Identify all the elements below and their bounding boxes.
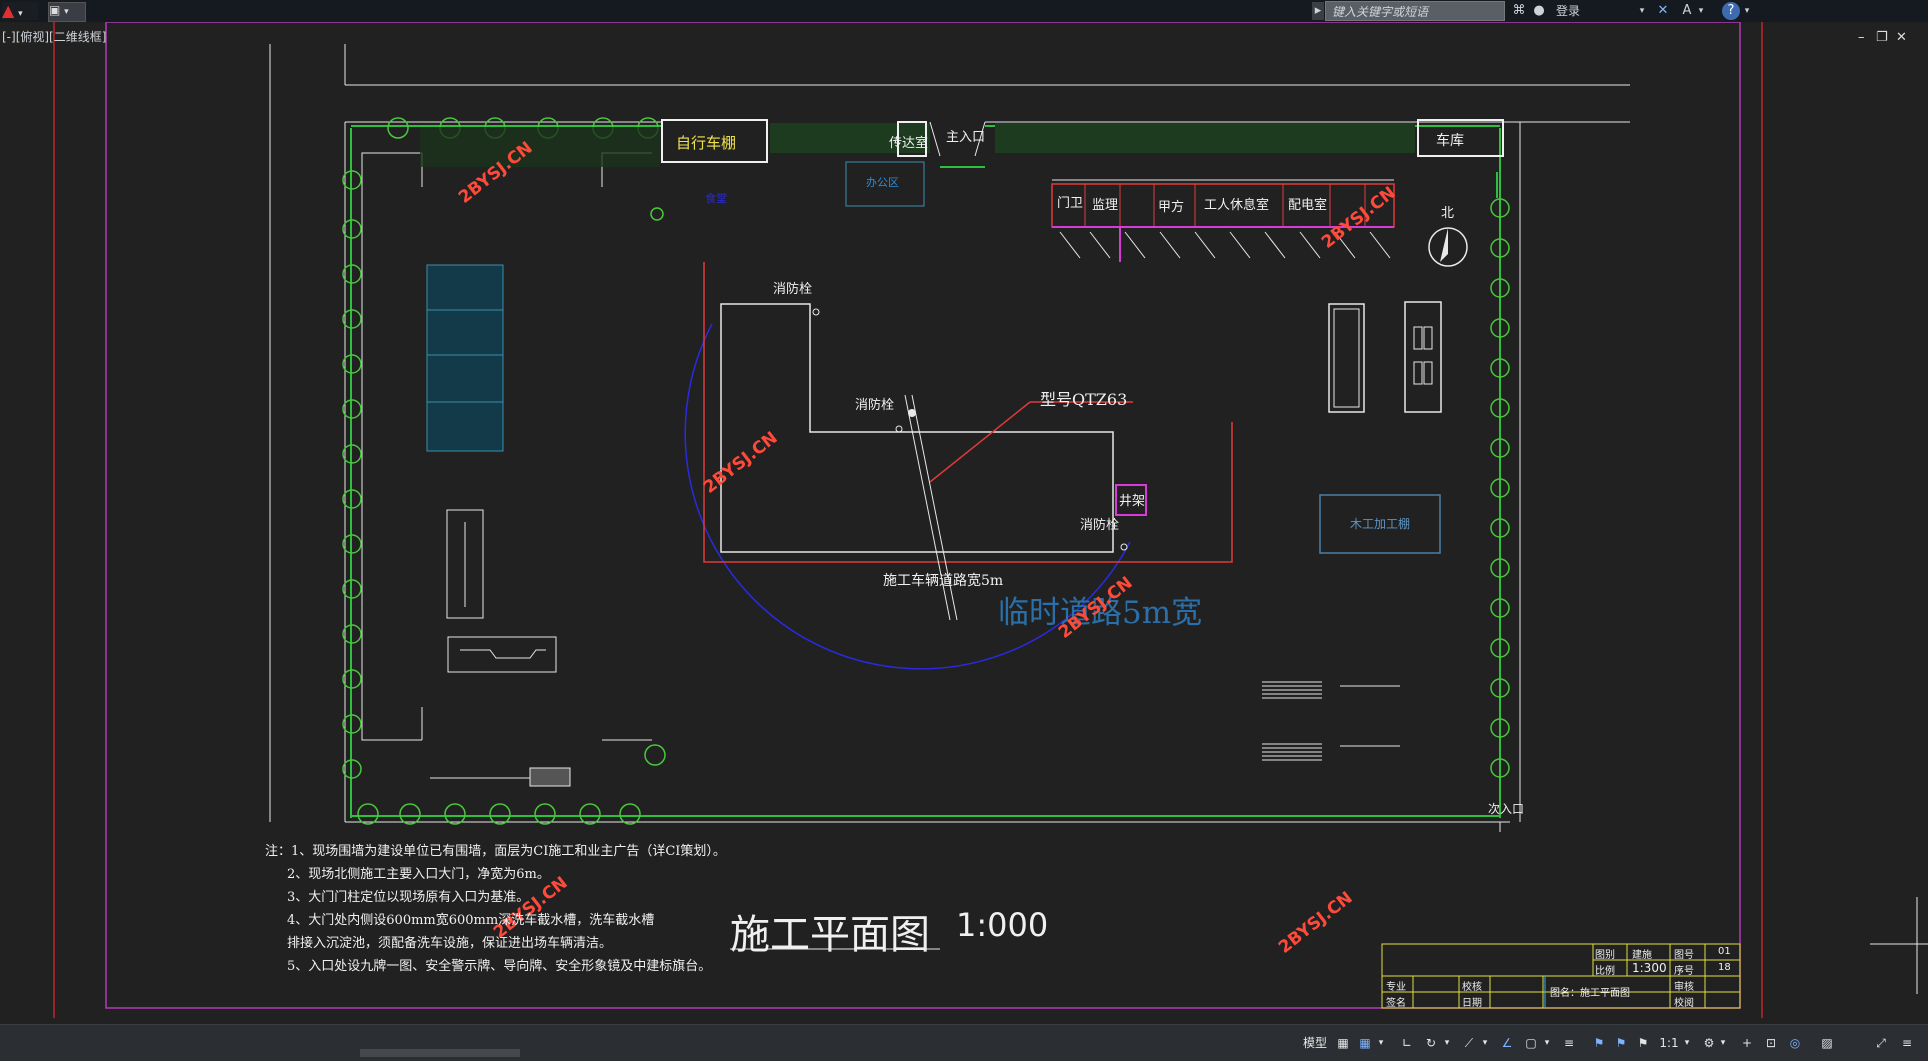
search-arrow-icon[interactable]: ▸	[1312, 2, 1324, 20]
note-line: 注：1、现场围墙为建设单位已有围墙，面层为CI施工和业主广告（详CI策划）。	[265, 844, 726, 859]
owner-label: 甲方	[1158, 200, 1185, 215]
note-line: 4、大门处内侧设600mm宽600mm深洗车截水槽，洗车截水槽	[287, 913, 655, 928]
gate-guard-label: 门卫	[1057, 196, 1084, 211]
chevron-down-icon[interactable]: ▾	[1444, 1038, 1450, 1048]
crane-model-label: 型号QTZ63	[1040, 390, 1128, 409]
layout-tab-scroll[interactable]	[360, 1049, 520, 1057]
chevron-down-icon[interactable]: ▾	[1684, 1038, 1690, 1048]
carpentry-label: 木工加工棚	[1350, 517, 1411, 531]
chevron-down-icon[interactable]: ▾	[1639, 6, 1645, 16]
hydrant-label: 消防栓	[1080, 518, 1120, 533]
gear-icon[interactable]: ⚙	[1703, 1036, 1715, 1050]
chevron-down-icon: ▾	[18, 9, 23, 19]
plus-icon[interactable]: +	[1741, 1036, 1753, 1050]
auto-scale-icon[interactable]: ⚑	[1615, 1036, 1627, 1050]
quick-access-button[interactable]: ▣ ▾	[48, 2, 86, 22]
ortho-icon[interactable]: ∟	[1401, 1036, 1413, 1050]
isolate-icon[interactable]: ◎	[1789, 1036, 1801, 1050]
polar-icon[interactable]: ↻	[1425, 1036, 1437, 1050]
tb-cell: 图名：施工平面图	[1550, 988, 1630, 999]
search-input[interactable]: 键入关键字或短语	[1325, 1, 1505, 21]
minimize-icon[interactable]: –	[1858, 30, 1865, 45]
annotation-scale-icon[interactable]: ⚑	[1637, 1036, 1649, 1050]
app-menu-button[interactable]: ▲ ▾	[2, 2, 38, 20]
drawing-title: 施工平面图	[730, 912, 930, 958]
tb-cell: 签名	[1386, 998, 1406, 1009]
annotation-scale-value[interactable]: 1:1	[1659, 1036, 1679, 1050]
close-icon[interactable]: ✕	[1896, 30, 1907, 45]
bike-shed-label: 自行车棚	[676, 134, 737, 152]
chevron-down-icon: ▾	[64, 7, 69, 17]
temp-road-label: 临时道路5m宽	[998, 595, 1203, 631]
tb-cell: 专业	[1386, 982, 1406, 993]
status-bar: 模型 ▦ ▦ ▾ ∟ ↻ ▾ ⟋ ▾ ∠ ▢ ▾ ≡ ⚑ ⚑ ⚑ 1:1 ▾ ⚙…	[0, 1024, 1928, 1061]
tb-cell: 01	[1718, 946, 1731, 957]
chevron-down-icon[interactable]: ▾	[1544, 1038, 1550, 1048]
osnap-icon[interactable]: ▢	[1525, 1036, 1537, 1050]
tb-cell: 校阅	[1674, 998, 1694, 1009]
cad-drawing	[53, 22, 1928, 1018]
annotation-visibility-icon[interactable]: ⚑	[1593, 1036, 1605, 1050]
help-icon[interactable]: ?	[1722, 2, 1740, 20]
customize-icon[interactable]: ≡	[1901, 1036, 1913, 1050]
clean-screen-icon[interactable]: ⤢	[1876, 1036, 1886, 1050]
hardware-accel-icon[interactable]: ▨	[1821, 1036, 1833, 1050]
a360-icon[interactable]: A	[1682, 3, 1692, 18]
tb-cell: 1:300	[1632, 961, 1667, 975]
north-label: 北	[1441, 206, 1455, 221]
grid-icon[interactable]: ▦	[1337, 1036, 1349, 1050]
note-line: 排接入沉淀池，须配备洗车设施，保证进出场车辆清洁。	[287, 936, 613, 951]
hydrant-label: 消防栓	[855, 398, 895, 413]
tb-cell: 比例	[1595, 966, 1615, 977]
chevron-down-icon[interactable]: ▾	[1698, 6, 1704, 16]
note-line: 5、入口处设九牌一图、安全警示牌、导向牌、安全形象镜及中建标旗台。	[287, 959, 712, 974]
restore-icon[interactable]: ❐	[1876, 30, 1888, 45]
tb-cell: 序号	[1674, 966, 1694, 977]
chevron-down-icon[interactable]: ▾	[1720, 1038, 1726, 1048]
guard-label: 传达室	[889, 136, 929, 151]
viewport-control-label[interactable]: [-][俯视][二维线框]	[2, 30, 107, 44]
drawing-scale: 1:000	[956, 906, 1049, 944]
drawing-canvas[interactable]: [-][俯视][二维线框] 自行车棚 传达室 主入口 车库 办公区 食堂 门卫 …	[0, 22, 1928, 1025]
osnap-track-icon[interactable]: ∠	[1501, 1036, 1513, 1050]
title-block: 图别 建施 图号 01 比例 1:300 序号 18 专业 校核 图名：施工平面…	[1382, 944, 1740, 1009]
road-width-label: 施工车辆道路宽5m	[883, 573, 1004, 589]
note-line: 2、现场北侧施工主要入口大门，净宽为6m。	[287, 867, 550, 882]
snap-icon[interactable]: ▦	[1359, 1036, 1371, 1050]
binoculars-icon[interactable]: ⌘	[1512, 3, 1526, 18]
tb-cell: 日期	[1462, 998, 1482, 1009]
hoist-label: 井架	[1119, 494, 1146, 509]
user-icon[interactable]: ●	[1533, 3, 1545, 18]
tb-cell: 校核	[1462, 982, 1482, 993]
isodraft-icon[interactable]: ⟋	[1464, 1036, 1474, 1050]
hydrant-label: 消防栓	[773, 282, 813, 297]
tb-cell: 图号	[1674, 950, 1694, 961]
exchange-icon[interactable]: ✕	[1657, 3, 1669, 18]
tb-cell: 图别	[1595, 950, 1615, 961]
model-space-button[interactable]: 模型	[1302, 1036, 1327, 1050]
worker-rest-label: 工人休息室	[1204, 198, 1270, 213]
note-line: 3、大门门柱定位以现场原有入口为基准。	[287, 890, 530, 905]
main-entrance-label: 主入口	[946, 130, 986, 145]
blue-canteen-label: 食堂	[705, 192, 727, 205]
login-button[interactable]: 登录	[1555, 4, 1580, 18]
supervision-label: 监理	[1092, 198, 1119, 213]
chevron-down-icon[interactable]: ▾	[1744, 6, 1750, 16]
autocad-logo-icon: ▲	[2, 1, 15, 20]
garage-label: 车库	[1436, 133, 1464, 149]
save-icon: ▣	[49, 3, 61, 17]
blue-office-label: 办公区	[866, 176, 899, 189]
tb-cell: 审核	[1674, 982, 1694, 993]
secondary-entrance-label: 次入口	[1488, 802, 1525, 816]
chevron-down-icon[interactable]: ▾	[1482, 1038, 1488, 1048]
power-room-label: 配电室	[1288, 198, 1328, 213]
tb-cell: 建施	[1632, 950, 1652, 961]
notes-block: 注：1、现场围墙为建设单位已有围墙，面层为CI施工和业主广告（详CI策划）。 2…	[265, 840, 726, 978]
units-icon[interactable]: ⊡	[1765, 1036, 1777, 1050]
tb-cell: 18	[1718, 962, 1731, 973]
lineweight-icon[interactable]: ≡	[1563, 1036, 1575, 1050]
chevron-down-icon[interactable]: ▾	[1378, 1038, 1384, 1048]
title-bar: ▲ ▾ ▣ ▾ ▸ 键入关键字或短语 ⌘ ● 登录 ▾ ✕ A ▾ ? ▾	[0, 0, 1928, 22]
